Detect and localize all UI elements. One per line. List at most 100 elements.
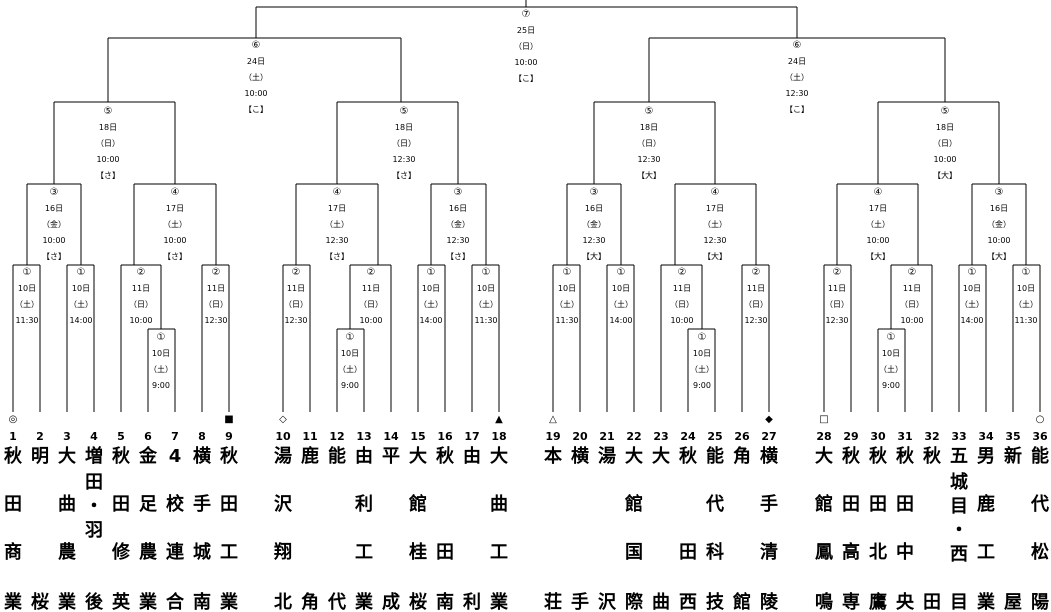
team-name-char: 増 <box>85 445 103 467</box>
match-info: （土） <box>703 219 727 229</box>
match-info: 24日 <box>247 57 265 66</box>
match-info: （土） <box>555 299 579 309</box>
match-info: 10日 <box>882 349 900 358</box>
team-name-char: 西 <box>950 544 968 565</box>
team-name-char: 鷹 <box>869 591 887 612</box>
match-info: 10:00 <box>42 236 65 245</box>
team-name-char: 中 <box>896 541 914 563</box>
team-number: 35 <box>1005 430 1020 443</box>
match-info: （土） <box>960 299 984 309</box>
team-name-char: 秋 <box>436 445 455 467</box>
match-info: （土） <box>325 219 349 229</box>
match-info: 12:30 <box>825 316 848 325</box>
match-info: 17日 <box>869 204 887 213</box>
team-name-21: 湯沢 <box>598 446 617 612</box>
team-name-char: 秋 <box>220 445 239 467</box>
match-info: 18日 <box>99 123 117 132</box>
match-info: 10:00 <box>933 155 956 164</box>
match-info: 【さ】 <box>325 252 349 261</box>
team-name-char: 業 <box>976 591 996 612</box>
team-name-char: 館 <box>815 493 833 515</box>
match-info: 25日 <box>517 26 535 35</box>
seed-mark: ▲ <box>495 414 503 425</box>
team-name-char: 城 <box>950 471 968 493</box>
team-name-char: 屋 <box>1004 592 1022 612</box>
team-name-char: 能 <box>1031 445 1049 467</box>
match-info: 17日 <box>706 204 724 213</box>
match-info: 11日 <box>132 284 150 293</box>
round-number: ④ <box>171 187 180 198</box>
match-info: 17日 <box>166 204 184 213</box>
team-name-char: 代 <box>327 592 346 612</box>
team-name-char: 桜 <box>409 591 427 612</box>
team-name-char: 4 <box>169 446 182 467</box>
team-number: 15 <box>410 430 425 443</box>
team-name-char: 科 <box>706 541 724 563</box>
team-name-char: 国 <box>625 542 643 563</box>
team-name-char: 南 <box>436 591 454 612</box>
team-name-char: 田 <box>112 494 130 515</box>
team-number: 26 <box>734 430 750 443</box>
match-info: （金） <box>446 219 470 229</box>
match-info: 【さ】 <box>392 171 416 180</box>
team-number: 21 <box>599 430 614 443</box>
round-number: ① <box>1022 267 1031 278</box>
match-info: 【こ】 <box>514 74 538 83</box>
team-name-char: 目 <box>950 592 968 612</box>
team-number: 20 <box>572 430 588 443</box>
team-name-char: 横 <box>571 445 590 467</box>
seed-marks: ◎■◇▲△◆□○ <box>9 414 1045 425</box>
team-name-char: 田 <box>220 494 238 515</box>
match-info: （金） <box>582 219 606 229</box>
match-info: 10:00 <box>129 316 152 325</box>
match-info: 16日 <box>585 204 603 213</box>
team-name-char: 湯 <box>274 446 292 467</box>
match-info: 10日 <box>477 284 495 293</box>
team-name-2: 明桜 <box>31 446 49 612</box>
match-info: （日） <box>825 300 849 309</box>
team-name-16: 秋田南 <box>436 445 455 612</box>
team-name-char: 由 <box>355 445 373 467</box>
team-name-char: 大 <box>490 445 508 467</box>
team-name-char: ・ <box>85 496 103 517</box>
team-name-char: 業 <box>138 591 158 612</box>
team-name-char: 館 <box>733 591 751 612</box>
team-name-char: 専 <box>842 591 860 612</box>
team-name-char: 平 <box>382 446 400 467</box>
round-number: ① <box>77 267 86 278</box>
match-info: 10日 <box>693 349 711 358</box>
round-number: ⑥ <box>793 40 802 51</box>
round-number: ② <box>752 267 761 278</box>
team-number: 34 <box>978 430 994 443</box>
match-info: （日） <box>744 300 768 309</box>
team-name-char: 秋 <box>679 445 698 467</box>
team-number: 30 <box>870 430 886 443</box>
team-name-char: 修 <box>111 541 131 563</box>
match-info: 10日 <box>963 284 981 293</box>
team-number: 4 <box>90 430 98 443</box>
team-name-char: 桂 <box>408 541 427 563</box>
match-info: 11日 <box>362 284 380 293</box>
team-name-char: 秋 <box>896 445 915 467</box>
match-info: （土） <box>244 72 268 82</box>
match-info: （日） <box>96 139 120 148</box>
team-name-char: 足 <box>139 494 157 515</box>
team-name-4: 増田・羽後 <box>85 445 104 612</box>
team-name-char: 大 <box>409 445 427 467</box>
team-number: 32 <box>924 430 939 443</box>
match-info: （土） <box>338 364 362 374</box>
match-info: 11:30 <box>15 316 38 325</box>
match-info: （日） <box>900 300 924 309</box>
